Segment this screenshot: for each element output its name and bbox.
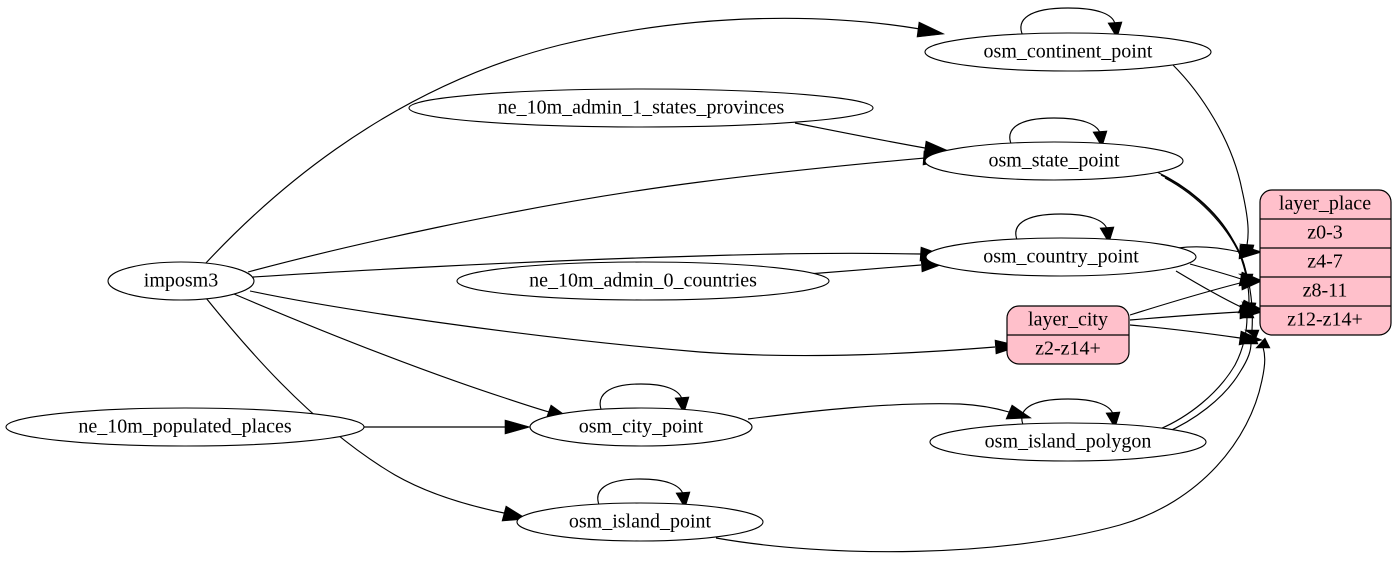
edge-osm-city-point-self-loop — [599, 383, 690, 414]
edge-imposm3-to-osm-continent-point — [204, 17, 946, 265]
node-osm-country-point[interactable]: osm_country_point — [925, 237, 1197, 277]
record-row-layer-place-header: layer_place — [1279, 193, 1371, 215]
edge-layer-city-to-z12-z14 — [1129, 324, 1263, 346]
node-label-imposm3: imposm3 — [144, 270, 218, 292]
edge-osm-continent-point-self-loop — [1020, 7, 1123, 39]
node-label-osm-island-point: osm_island_point — [569, 511, 712, 533]
edge-osm-state-point-self-loop — [1009, 117, 1108, 148]
edge-osm-island-polygon-to-z8-11 — [1159, 307, 1255, 430]
node-label-osm-city-point: osm_city_point — [579, 416, 704, 438]
node-label-ne-states: ne_10m_admin_1_states_provinces — [498, 97, 785, 119]
node-osm-state-point[interactable]: osm_state_point — [924, 141, 1184, 181]
node-osm-continent-point[interactable]: osm_continent_point — [924, 32, 1212, 72]
record-row-layer-city-header: layer_city — [1028, 309, 1108, 331]
node-osm-island-point[interactable]: osm_island_point — [516, 502, 764, 542]
edge-ne-states-to-osm-state-point — [794, 122, 953, 156]
record-row-layer-place-z4-7[interactable]: z4-7 — [1307, 251, 1343, 273]
edge-imposm3-to-osm-city-point — [233, 293, 573, 421]
edge-osm-country-point-self-loop — [1015, 213, 1115, 244]
edge-osm-city-point-to-osm-island-polygon — [747, 403, 1032, 420]
record-node-layer-city[interactable]: layer_city z2-z14+ — [1006, 305, 1130, 365]
node-ne-10m-populated-places[interactable]: ne_10m_populated_places — [5, 407, 365, 447]
node-label-osm-country-point: osm_country_point — [983, 246, 1139, 268]
edge-osm-country-point-to-z0-3 — [1177, 244, 1264, 260]
record-row-layer-city-z2-z14[interactable]: z2-z14+ — [1035, 338, 1101, 360]
node-label-osm-island-polygon: osm_island_polygon — [985, 431, 1152, 453]
edge-layer-city-to-z4-7 — [1129, 275, 1263, 316]
edge-osm-island-point-self-loop — [597, 478, 691, 509]
edge-imposm3-to-layer-city — [249, 290, 1022, 357]
node-ne-10m-admin-1-states-provinces[interactable]: ne_10m_admin_1_states_provinces — [408, 88, 874, 128]
edge-osm-continent-point-to-z0-3 — [1172, 64, 1255, 253]
record-row-layer-place-z12-z14[interactable]: z12-z14+ — [1287, 309, 1363, 331]
record-node-layer-place[interactable]: layer_place z0-3 z4-7 z8-11 z12-z14+ — [1259, 189, 1392, 336]
node-imposm3[interactable]: imposm3 — [107, 261, 255, 301]
edge-osm-island-point-to-z12-z14 — [715, 337, 1271, 553]
record-row-layer-place-z0-3[interactable]: z0-3 — [1307, 222, 1343, 244]
node-label-osm-state-point: osm_state_point — [988, 150, 1120, 172]
node-layer: imposm3 ne_10m_admin_1_states_provinces … — [5, 32, 1212, 542]
node-label-ne-populated: ne_10m_populated_places — [78, 416, 291, 438]
node-ne-10m-admin-0-countries[interactable]: ne_10m_admin_0_countries — [456, 261, 830, 301]
node-osm-city-point[interactable]: osm_city_point — [529, 407, 753, 447]
record-row-layer-place-z8-11[interactable]: z8-11 — [1303, 280, 1348, 302]
node-osm-island-polygon[interactable]: osm_island_polygon — [929, 422, 1207, 462]
node-label-osm-continent-point: osm_continent_point — [984, 41, 1153, 63]
node-label-ne-countries: ne_10m_admin_0_countries — [529, 270, 757, 292]
edge-osm-island-polygon-to-z12-z14 — [1164, 333, 1259, 434]
edge-ne-countries-to-osm-country-point — [807, 257, 948, 275]
edge-ne-populated-to-osm-city-point — [364, 419, 532, 435]
